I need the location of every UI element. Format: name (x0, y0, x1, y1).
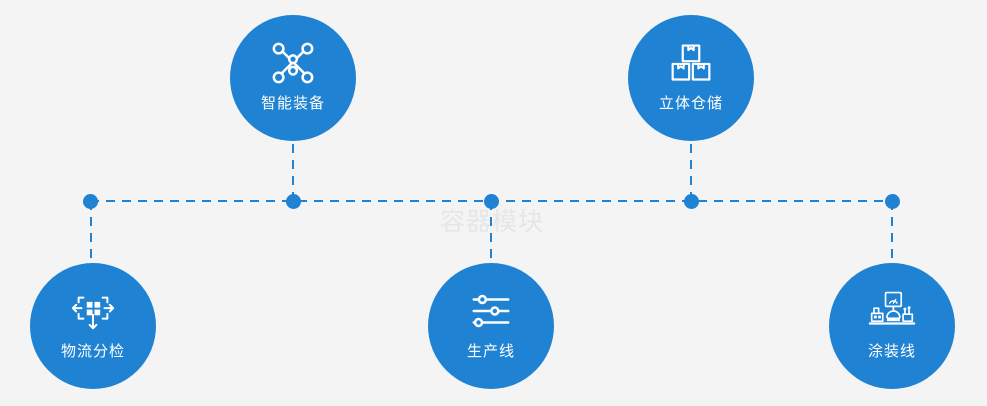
node-production-line[interactable]: 生产线 (428, 263, 554, 389)
junction-production[interactable] (483, 193, 499, 209)
junction-equipment[interactable] (285, 193, 301, 209)
node-logistics-sorting[interactable]: 物流分检 (30, 263, 156, 389)
sliders-icon (468, 288, 514, 334)
node-label-painting-line: 涂装线 (867, 342, 916, 360)
node-label-production-line: 生产线 (466, 342, 515, 360)
junction-logistics[interactable] (82, 193, 98, 209)
junction-painting[interactable] (884, 193, 900, 209)
node-painting-line[interactable]: 涂装线 (829, 263, 955, 389)
sorting-arrows-icon (70, 288, 116, 334)
factory-monitor-icon (868, 288, 916, 334)
node-label-stereoscopic-warehouse: 立体仓储 (658, 94, 723, 112)
stacked-boxes-icon (668, 40, 714, 86)
junction-warehouse[interactable] (683, 193, 699, 209)
network-nodes-icon (270, 40, 316, 86)
node-label-logistics-sorting: 物流分检 (60, 342, 125, 360)
node-smart-equipment[interactable]: 智能装备 (230, 15, 356, 141)
node-stereoscopic-warehouse[interactable]: 立体仓储 (628, 15, 754, 141)
node-label-smart-equipment: 智能装备 (260, 94, 325, 112)
